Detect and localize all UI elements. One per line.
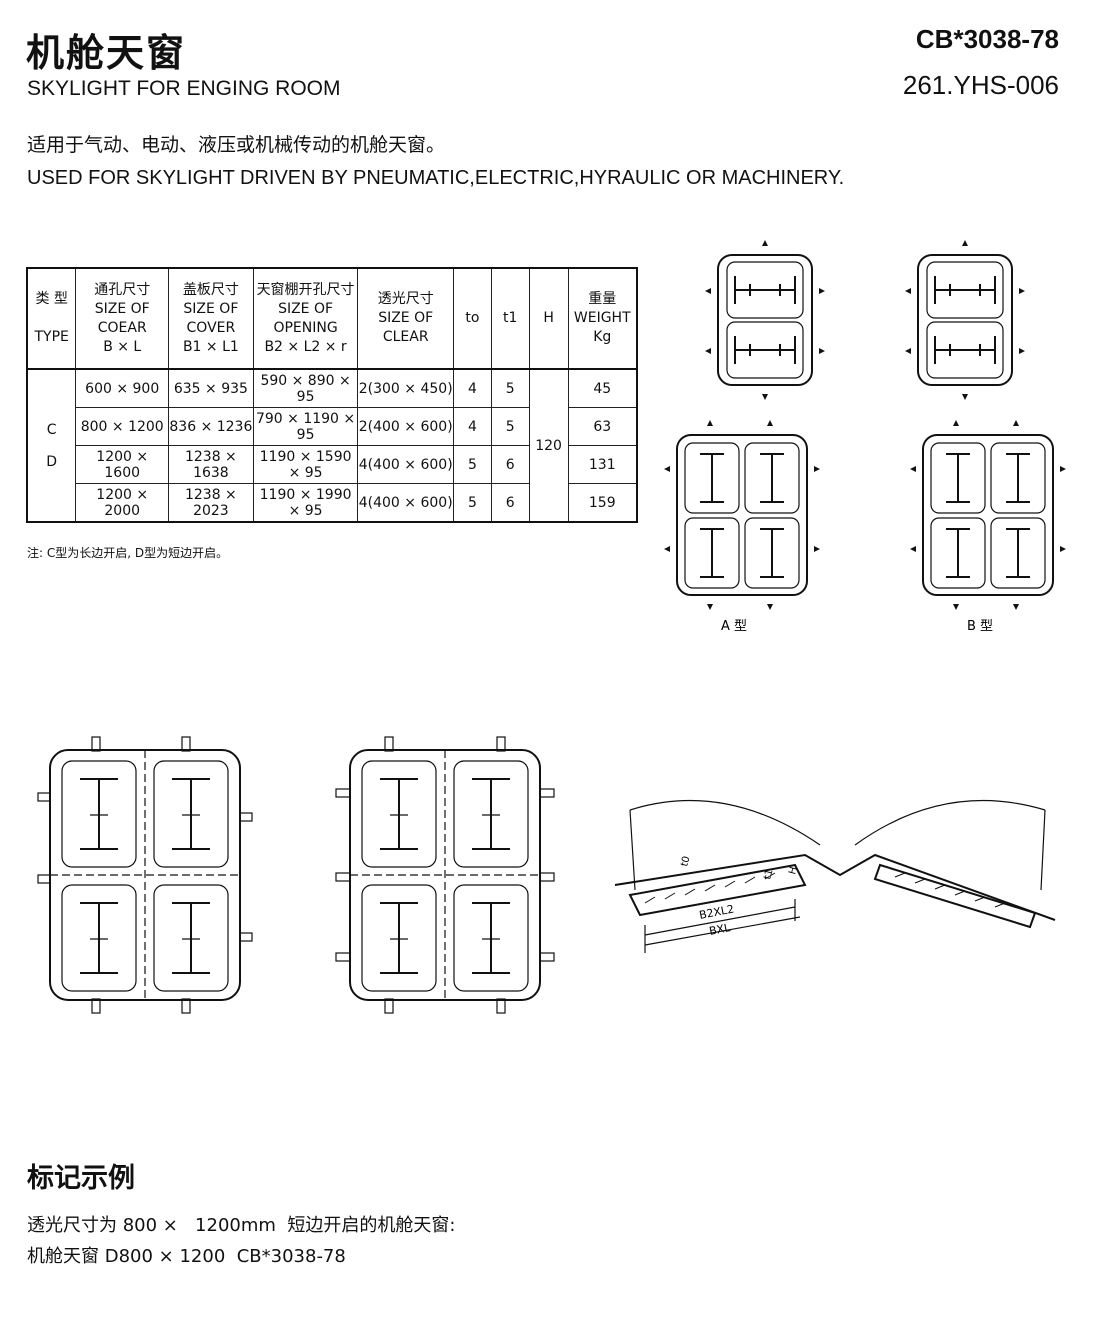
cell-cover: 1238 × 1638	[168, 445, 254, 484]
label-type-a: A 型	[721, 619, 747, 634]
cell-h: 120	[528, 368, 569, 523]
dimension-h: H	[787, 866, 800, 876]
description-cn: 适用于气动、电动、液压或机械传动的机舱天窗。	[27, 134, 446, 156]
cell-clear: 2(400 × 600)	[357, 407, 454, 446]
cell-weight: 63	[567, 407, 638, 446]
table-row: 800 × 1200 836 × 1236 790 × 1190 × 95 2(…	[27, 407, 638, 446]
cell-clear: 2(300 × 450)	[357, 368, 454, 408]
two-pane-skylight-a	[705, 240, 825, 400]
large-plan-drawings	[37, 736, 555, 1014]
cell-weight: 45	[567, 368, 638, 408]
cell-to: 5	[453, 483, 492, 523]
cell-clear: 4(400 × 600)	[357, 483, 454, 523]
example-title: 标记示例	[27, 1163, 135, 1194]
cell-to: 5	[453, 445, 492, 484]
cell-cover: 1238 × 2023	[168, 483, 254, 523]
cell-t1: 6	[490, 483, 530, 523]
catalog-number: 261.YHS-006	[902, 70, 1059, 100]
standard-code: CB*3038-78	[915, 24, 1059, 54]
label-type-b: B 型	[967, 619, 993, 634]
header-t1: t1	[490, 267, 530, 370]
example-line-1: 透光尺寸为 800 × 1200mm 短边开启的机舱天窗:	[27, 1215, 456, 1236]
description-en: USED FOR SKYLIGHT DRIVEN BY PNEUMATIC,EL…	[27, 167, 845, 189]
cell-opening: 1190 × 1990 × 95	[252, 483, 359, 523]
cell-coear: 600 × 900	[75, 368, 170, 408]
four-pane-skylight-type-a	[664, 420, 820, 610]
cell-coear: 1200 × 2000	[75, 483, 170, 523]
table-note: 注: C型为长边开启, D型为短边开启。	[27, 546, 229, 560]
cell-cover: 635 × 935	[168, 368, 254, 408]
cell-coear: 800 × 1200	[75, 407, 170, 446]
page-subtitle: SKYLIGHT FOR ENGING ROOM	[27, 77, 341, 100]
cell-coear: 1200 × 1600	[75, 445, 170, 484]
cell-to: 4	[453, 407, 492, 446]
table-row: 1200 × 2000 1238 × 2023 1190 × 1990 × 95…	[27, 483, 638, 523]
table-row: 1200 × 1600 1238 × 1638 1190 × 1590 × 95…	[27, 445, 638, 484]
dimension-t0: t0	[679, 855, 692, 868]
cell-t1: 5	[490, 407, 530, 446]
section-view-drawing: B2XL2 BXL t0 t1 H	[614, 799, 1056, 953]
two-pane-skylight-b	[905, 240, 1025, 400]
header-h: H	[528, 267, 569, 370]
cell-clear: 4(400 × 600)	[357, 445, 454, 484]
dimension-bl: BXL	[708, 921, 732, 938]
cell-weight: 131	[567, 445, 638, 484]
cell-to: 4	[453, 368, 492, 408]
cell-opening: 790 × 1190 × 95	[252, 407, 359, 446]
large-four-pane-plan-1	[37, 736, 253, 1014]
page-title: 机舱天窗	[26, 31, 187, 75]
cell-t1: 6	[490, 445, 530, 484]
example-line-2: 机舱天窗 D800 × 1200 CB*3038-78	[27, 1246, 346, 1267]
cell-cover: 836 × 1236	[168, 407, 254, 446]
cell-opening: 590 × 890 × 95	[252, 368, 359, 408]
four-pane-skylight-type-b	[910, 420, 1066, 610]
dimension-t1: t1	[762, 868, 775, 881]
cell-opening: 1190 × 1590 × 95	[252, 445, 359, 484]
large-four-pane-plan-2	[335, 736, 555, 1014]
cell-t1: 5	[490, 368, 530, 408]
header-to: to	[453, 267, 492, 370]
cell-weight: 159	[567, 483, 638, 523]
skylight-plan-drawings: A 型 B 型	[664, 240, 1066, 634]
